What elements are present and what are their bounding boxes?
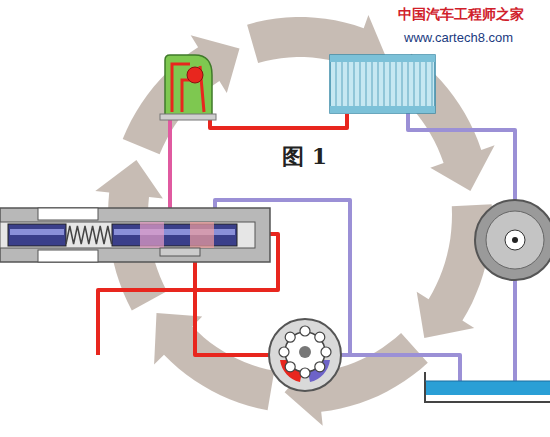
- return-line: [408, 113, 515, 202]
- cooler-fin: [408, 62, 409, 106]
- cooler-fin: [342, 62, 343, 106]
- gear-tooth: [321, 347, 331, 357]
- return-line: [513, 278, 517, 392]
- cooler-fin: [390, 62, 391, 106]
- watermark: 中国汽车工程师之家: [398, 6, 524, 22]
- gear-tooth: [285, 332, 295, 342]
- gear-tooth: [315, 362, 325, 372]
- cooler-fin: [378, 62, 379, 106]
- outlet-line: [98, 290, 195, 355]
- cooler-fin: [396, 62, 397, 106]
- oil-cooler: [330, 55, 435, 113]
- cooler-fin: [402, 62, 403, 106]
- cooler-fin: [432, 62, 433, 106]
- cooler-fin: [348, 62, 349, 106]
- gear-tooth: [285, 362, 295, 372]
- pump-outlet-line: [195, 290, 275, 355]
- pilot-line: [168, 118, 172, 215]
- gear-tooth: [279, 347, 289, 357]
- flow-arrow: [154, 313, 274, 410]
- gear-tooth: [315, 332, 325, 342]
- watermark-url: www.cartech8.com: [404, 30, 513, 45]
- cooler-fin: [420, 62, 421, 106]
- reservoir: [425, 372, 550, 402]
- figure-caption: 图 1: [282, 143, 327, 169]
- pressure-line: [210, 114, 347, 128]
- gear-tooth: [300, 326, 310, 336]
- rotor: [475, 200, 550, 280]
- flow-control-valve: [0, 208, 270, 262]
- control-valve: [160, 55, 216, 120]
- cooler-fin: [414, 62, 415, 106]
- cooler-fin: [336, 62, 337, 106]
- gear-pump: [269, 319, 341, 391]
- gear-tooth: [300, 368, 310, 378]
- cooler-fin: [360, 62, 361, 106]
- flow-arrow: [123, 35, 240, 154]
- cooler-fin: [426, 62, 427, 106]
- cooler-fin: [384, 62, 385, 106]
- cooler-fin: [366, 62, 367, 106]
- cooler-fin: [372, 62, 373, 106]
- cooler-fin: [354, 62, 355, 106]
